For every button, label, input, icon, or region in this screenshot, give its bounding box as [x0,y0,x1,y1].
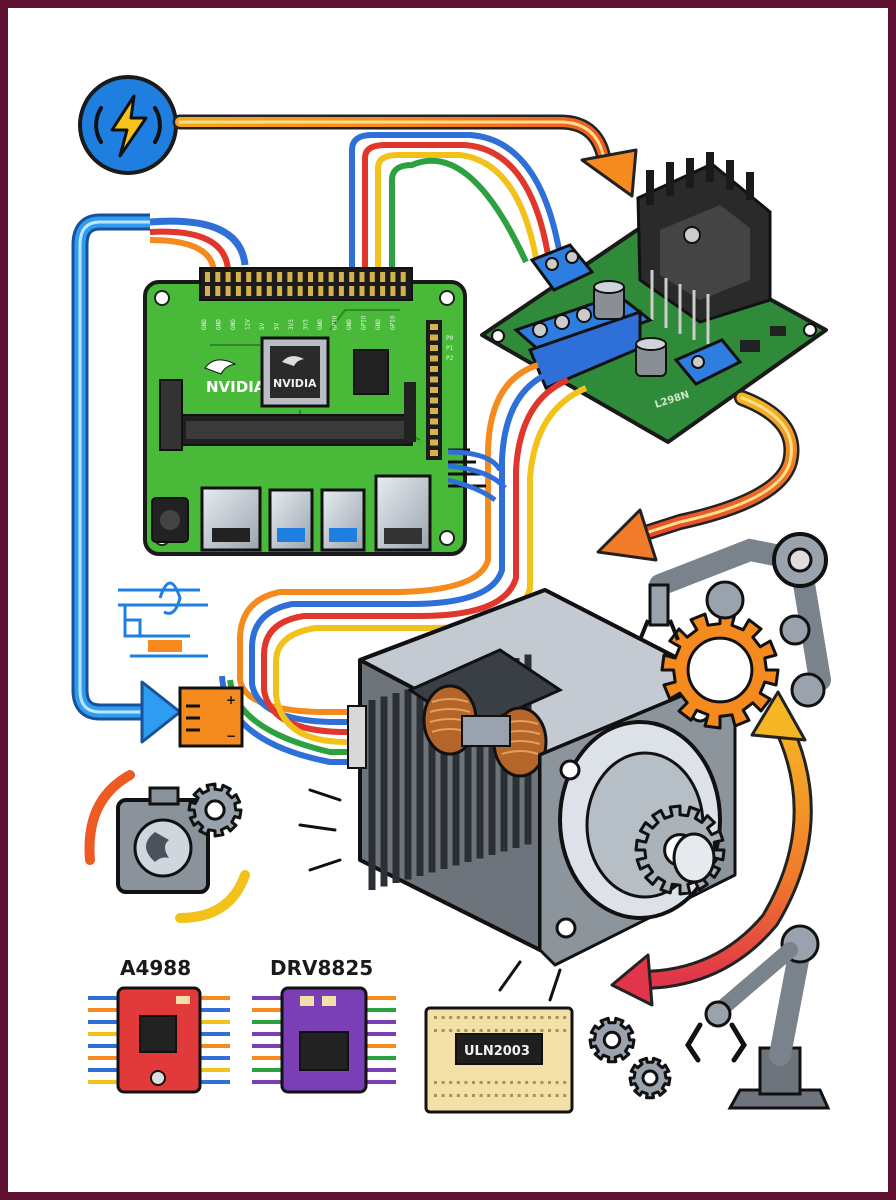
servo-icon [84,770,250,923]
module-uln2003: ULN2003 [424,1006,574,1114]
pin-label: 3V3 [303,319,310,330]
side-pin-label: P2 [446,355,454,362]
connector-icon: + − [178,686,244,748]
motor-coils [406,648,564,778]
pin-label: 3V3 [288,319,295,330]
power-flow-arrow [172,114,638,198]
pin-label: GND [317,319,324,330]
pin-label: GPIO [361,315,368,330]
pin-label: GPIO [332,315,339,330]
gpio-header-right [426,320,442,460]
motor-wire-bundle [219,362,588,765]
pin-label: GND [230,319,237,330]
brand-text: NVIDIA [206,378,266,396]
shaft-gear [634,804,726,896]
robot-arm-icon [638,532,831,708]
gear-icon [588,1016,672,1100]
pin-label: GND [375,319,382,330]
module-label-drv8825: DRV8825 [270,956,373,980]
module-label-a4988: A4988 [120,956,191,980]
dev-board: GND GND GND 12V 5V 5V 3V3 3V3 GND GPIO GND GPIO GND G… [143,267,467,556]
robot-arm-icon [685,924,831,1110]
drive-flow-arrow [596,390,800,562]
motor-driver-board: L298N [480,152,828,444]
power-line-blue [71,213,249,744]
power-bolt-icon [78,75,178,175]
module-drv8825: DRV8825 [252,956,396,1094]
gear-icon [660,610,780,730]
pin-label: 12V [245,319,252,330]
memory-chip [353,349,389,395]
waveform-icon [118,581,208,658]
chip-brand-text: NVIDIA [273,377,317,390]
heatsink [636,152,772,344]
capacitor [593,280,667,377]
pin-label: 5V [259,322,266,330]
side-pin-label: P0 [446,335,454,342]
pin-label: GND [216,319,223,330]
pin-label: GPIO [390,315,397,330]
module-a4988: A4988 [88,956,230,1094]
side-pin-label: P1 [446,345,454,352]
usb-hdmi-ports [151,474,432,552]
terminal-block [513,243,743,390]
svg-text:+: + [226,693,236,707]
header-wire-bundle [349,132,563,275]
pin-label: 5V [274,322,281,330]
pin-label: GND [346,319,353,330]
gpio-header-top [199,267,413,301]
stepper-motor-icon [298,588,737,1002]
rotation-arrow [610,690,813,1007]
module-label-uln2003: ULN2003 [464,1044,530,1059]
svg-text:−: − [226,729,236,743]
nvidia-logo: NVIDIA [204,359,266,396]
soc-chip: NVIDIA [260,336,330,408]
pin-label: GND [201,319,208,330]
